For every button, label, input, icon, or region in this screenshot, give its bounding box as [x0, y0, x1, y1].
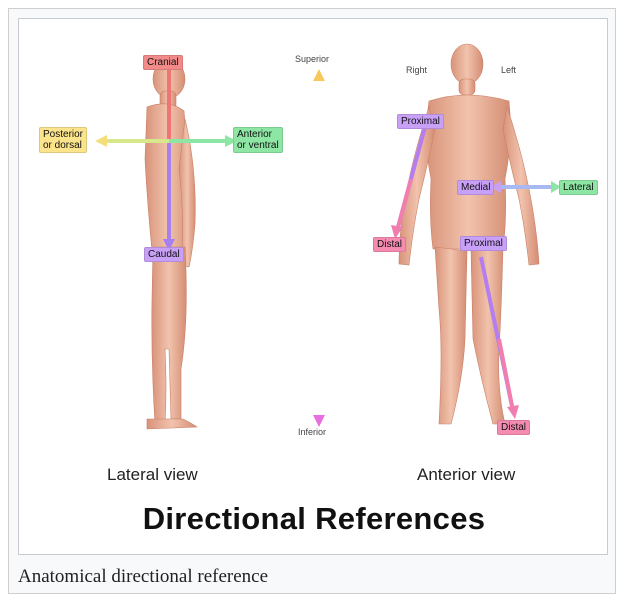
label-posterior-dorsal: Posterior or dorsal — [39, 127, 87, 153]
anterior-view-label: Anterior view — [417, 465, 515, 485]
diagram-image[interactable]: Cranial Caudal Posterior or dorsal Anter… — [18, 18, 608, 555]
superior-inferior-arrow — [313, 69, 325, 427]
label-distal-leg: Distal — [497, 420, 530, 435]
label-proximal-leg: Proximal — [460, 236, 507, 251]
image-caption: Anatomical directional reference — [18, 562, 268, 592]
label-cranial: Cranial — [143, 55, 183, 70]
lateral-view-label: Lateral view — [107, 465, 198, 485]
label-left: Left — [501, 65, 516, 75]
label-medial: Medial — [457, 180, 494, 195]
label-lateral: Lateral — [559, 180, 598, 195]
label-caudal: Caudal — [144, 247, 184, 262]
label-anterior-ventral: Anterior or ventral — [233, 127, 283, 153]
diagram-title: Directional References — [19, 501, 608, 537]
label-proximal-arm: Proximal — [397, 114, 444, 129]
label-right: Right — [406, 65, 427, 75]
label-superior: Superior — [295, 54, 329, 64]
label-inferior: Inferior — [298, 427, 326, 437]
label-distal-arm: Distal — [373, 237, 406, 252]
anterior-figure — [399, 44, 539, 424]
